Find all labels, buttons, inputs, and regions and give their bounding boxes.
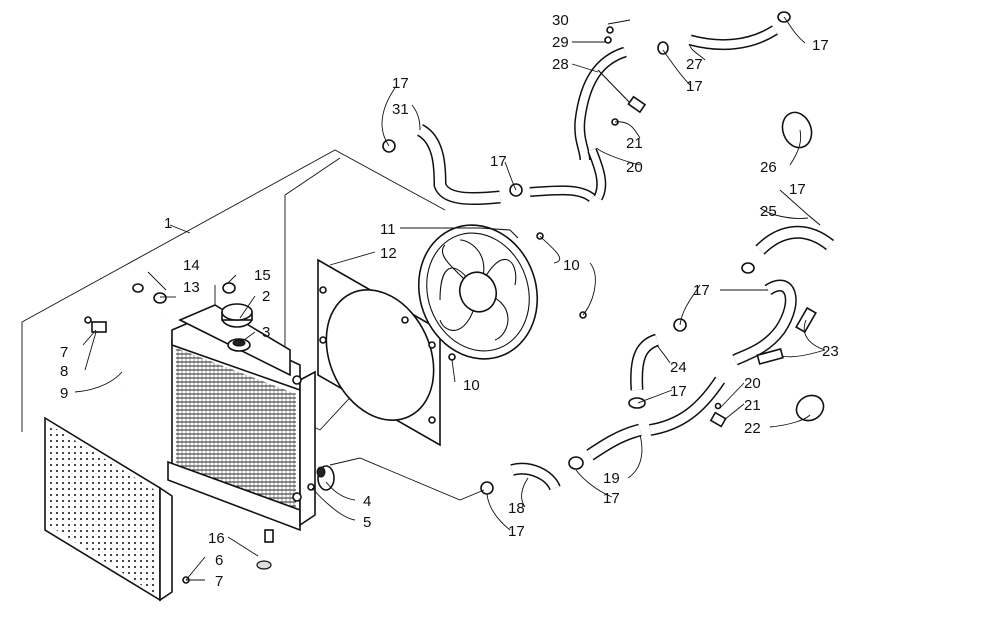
callout-24: 24 xyxy=(670,359,687,376)
upper-hoses xyxy=(574,11,791,201)
callout-27: 27 xyxy=(686,56,703,73)
callout-28: 28 xyxy=(552,56,569,73)
callout-21-upper: 21 xyxy=(626,135,643,152)
callout-5: 5 xyxy=(363,514,371,531)
callout-17-d: 17 xyxy=(686,78,703,95)
callout-17-b: 17 xyxy=(490,153,507,170)
callout-17-i: 17 xyxy=(508,523,525,540)
callout-17-a: 17 xyxy=(392,75,409,92)
callout-6: 6 xyxy=(215,552,223,569)
callout-26: 26 xyxy=(760,159,777,176)
upper-left-hose xyxy=(382,124,596,206)
lower-hoses xyxy=(329,306,825,501)
callout-21-lower: 21 xyxy=(744,397,761,414)
callout-15: 15 xyxy=(254,267,271,284)
callout-13: 13 xyxy=(183,279,200,296)
callout-4: 4 xyxy=(363,493,371,510)
callout-8: 8 xyxy=(60,363,68,380)
callout-16: 16 xyxy=(208,530,225,547)
callout-20-upper: 20 xyxy=(626,159,643,176)
fan-shroud xyxy=(317,258,441,447)
callout-7-left: 7 xyxy=(60,344,68,361)
callout-20-lower: 20 xyxy=(744,375,761,392)
callout-2: 2 xyxy=(262,288,270,305)
cooling-fan xyxy=(417,224,539,360)
callout-9: 9 xyxy=(60,385,68,402)
callout-1: 1 xyxy=(164,215,172,232)
radiator-cap xyxy=(221,282,253,352)
callout-30: 30 xyxy=(552,12,569,29)
callout-17-f: 17 xyxy=(693,282,710,299)
overflow-hose xyxy=(84,283,168,391)
callout-14: 14 xyxy=(183,257,200,274)
callout-23: 23 xyxy=(822,343,839,360)
leader-lines xyxy=(74,16,826,581)
callout-10-lower: 10 xyxy=(463,377,480,394)
callout-17-c: 17 xyxy=(812,37,829,54)
callout-17-g: 17 xyxy=(670,383,687,400)
callout-29: 29 xyxy=(552,34,569,51)
callout-17-j: 31 xyxy=(392,101,409,118)
callout-10-upper: 10 xyxy=(563,257,580,274)
callout-7-bottom: 7 xyxy=(215,573,223,590)
right-hoses xyxy=(628,111,835,409)
thermostat-housing xyxy=(307,465,335,491)
callout-17-e: 17 xyxy=(789,181,806,198)
callout-25: 25 xyxy=(760,203,777,220)
callout-17-h: 17 xyxy=(603,490,620,507)
callout-11: 11 xyxy=(380,221,396,238)
grille-screen xyxy=(44,416,173,602)
callout-19: 19 xyxy=(603,470,620,487)
callout-3: 3 xyxy=(262,324,270,341)
callout-12: 12 xyxy=(380,245,397,262)
callout-22: 22 xyxy=(744,420,761,437)
callout-labels: 1 2 3 4 5 6 7 7 8 9 10 10 11 12 13 14 15… xyxy=(60,12,839,590)
callout-18: 18 xyxy=(508,500,525,517)
